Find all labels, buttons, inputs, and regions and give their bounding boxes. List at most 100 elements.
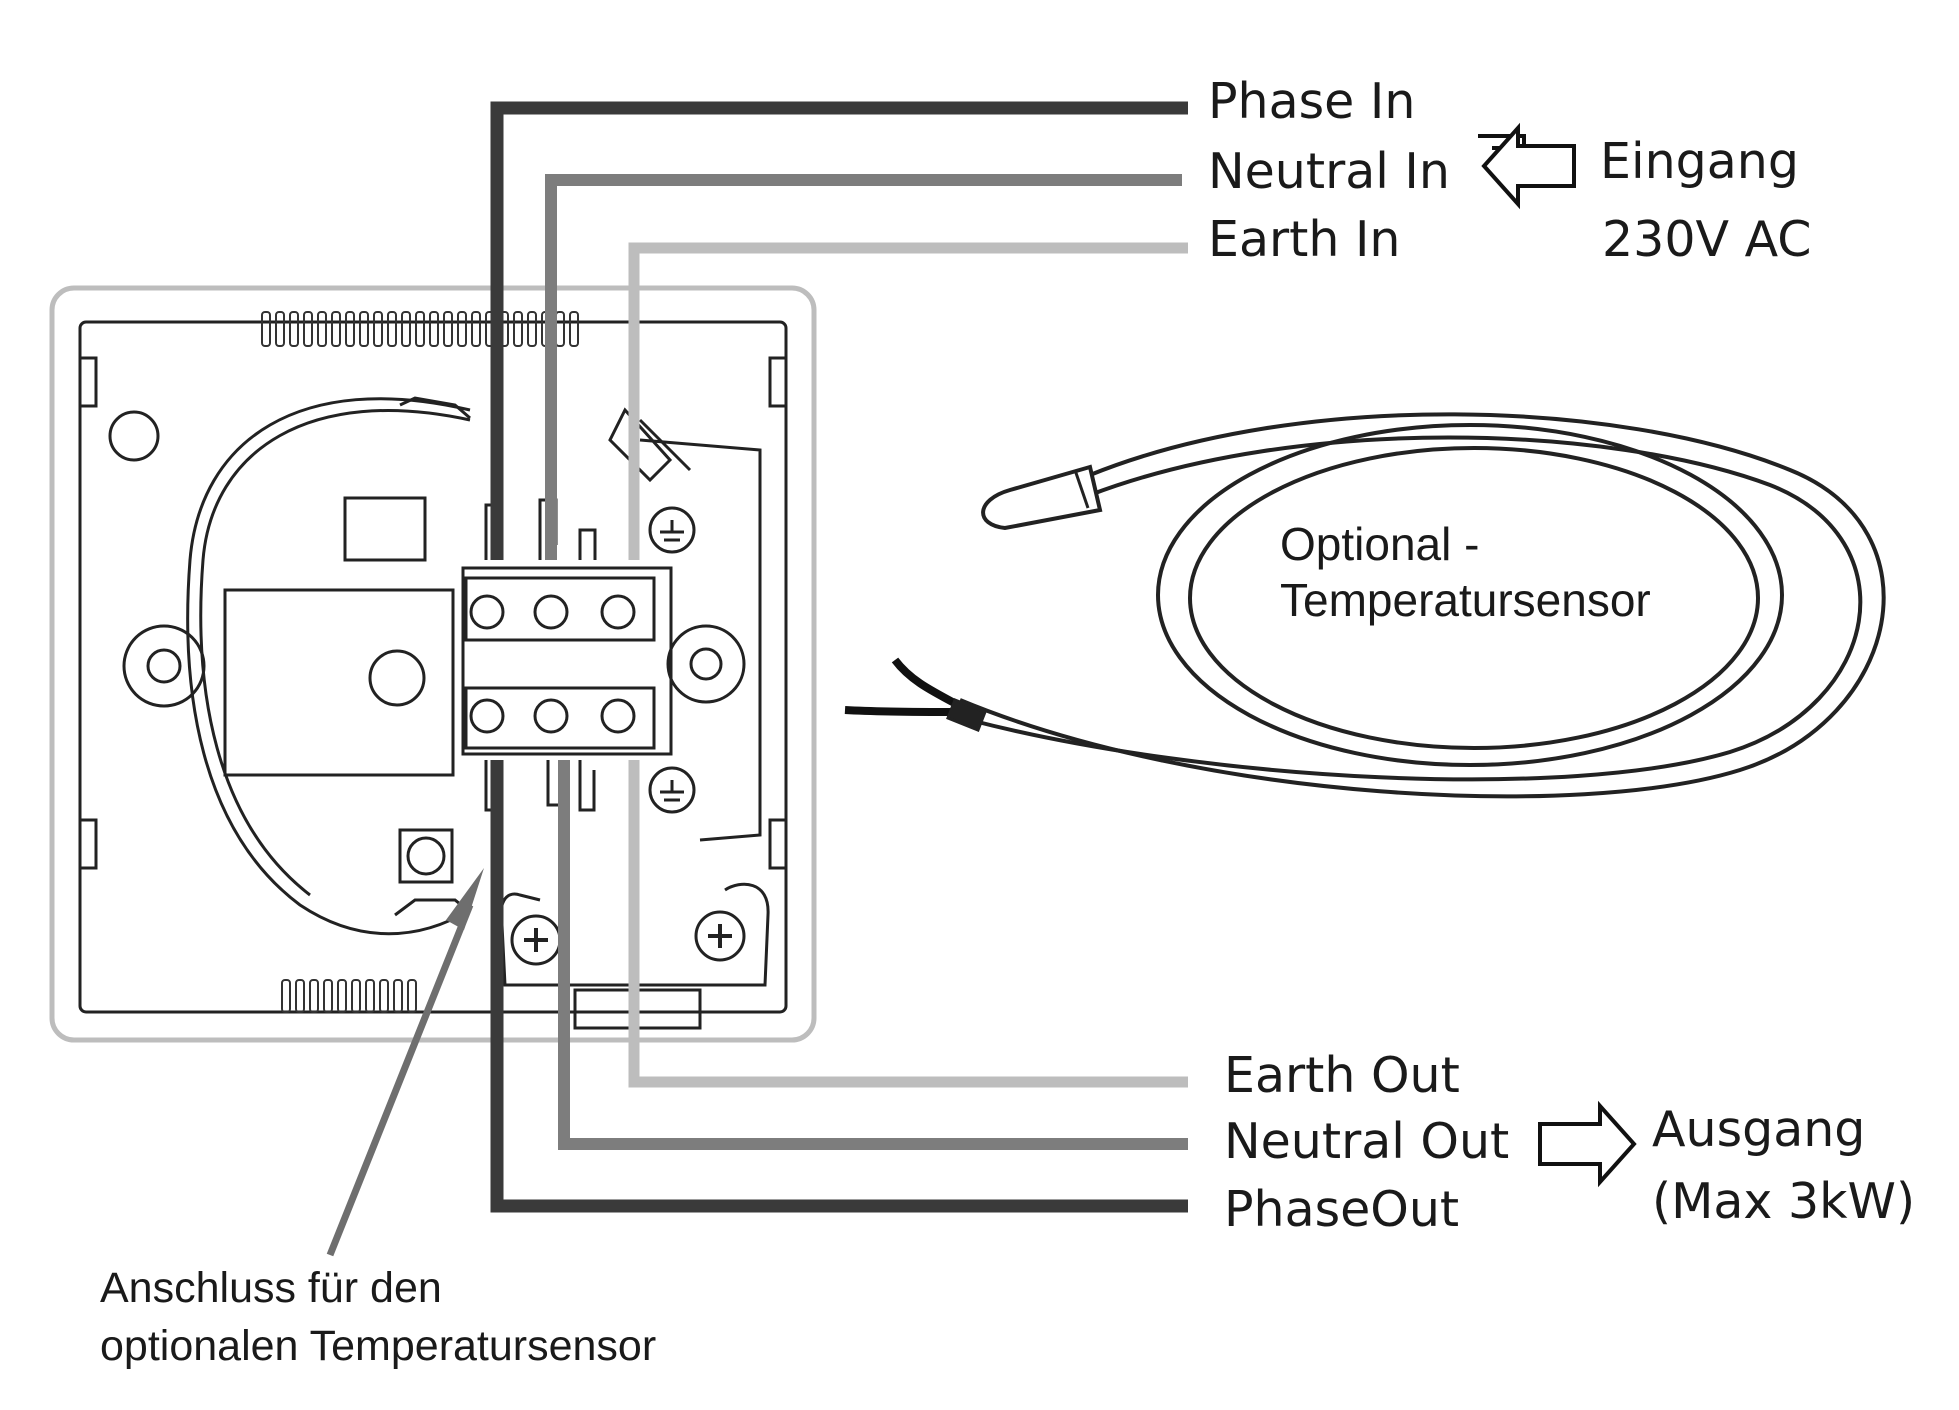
vent-slot (379, 979, 389, 1013)
vent-slot (387, 311, 397, 347)
right-clip-top (768, 356, 788, 408)
earth-symbol-top (648, 506, 696, 554)
pointer-arrow-line (326, 903, 474, 1257)
sensor-lead-bottom (844, 706, 961, 716)
vent-slot (303, 311, 313, 347)
temperature-sensor (844, 412, 1886, 799)
sensor-coil-loop-inner (1188, 446, 1760, 750)
label-earth-out: Earth Out (1224, 1047, 1460, 1104)
vent-slot (365, 979, 375, 1013)
terminal-screw-in-3 (600, 594, 636, 630)
label-sensor-line2: Temperatursensor (1280, 574, 1651, 626)
sensor-cable-outer (959, 412, 1886, 799)
round-housing (186, 397, 471, 936)
label-ausgang: Ausgang (1652, 1101, 1865, 1158)
bottom-clamp (499, 882, 770, 987)
wire-neutral-out (558, 760, 1188, 1150)
left-clip-top (78, 356, 98, 408)
terminal-block-body (461, 566, 673, 756)
vent-slot (373, 311, 383, 347)
plate-inner-frame (78, 320, 788, 1014)
right-mount-screw-outer (666, 624, 746, 704)
vent-slot (569, 311, 579, 347)
label-earth-in: Earth In (1208, 211, 1400, 268)
sensor-probe-tip (981, 464, 1103, 531)
vent-slot (471, 311, 481, 347)
sensor-port-jack (406, 836, 446, 876)
sensor-port-housing (398, 828, 454, 884)
clamp-screw-left-cross (524, 928, 548, 952)
vent-slot (309, 979, 319, 1013)
label-max-power: (Max 3kW) (1652, 1173, 1915, 1230)
housing-tab-top (399, 396, 471, 420)
left-clip-bottom (78, 818, 98, 870)
wire-phase-out (490, 760, 1188, 1213)
indicator-window (343, 496, 427, 562)
terminal-screw-in-1 (469, 594, 505, 630)
vent-slot (261, 311, 271, 347)
wire-earth-out (628, 760, 1188, 1088)
mount-hole-top-left (108, 410, 160, 462)
sensor-probe-ferrule (1073, 469, 1090, 509)
vent-slot (351, 979, 361, 1013)
relay-hole (368, 649, 426, 707)
plate-outer-frame (49, 285, 817, 1043)
vent-slot (295, 979, 305, 1013)
vent-slot (323, 979, 333, 1013)
label-anschluss-line2: optionalen Temperatursensor (100, 1322, 656, 1370)
vent-slot (513, 311, 523, 347)
wire-neutral-in (545, 174, 1182, 560)
pointer-arrow-head (446, 868, 484, 930)
relay-block (223, 588, 455, 777)
label-anschluss-line1: Anschluss für den (100, 1264, 442, 1312)
wires (490, 101, 1188, 1213)
diagonal-clip-line (638, 418, 692, 472)
wire-phase-in (490, 101, 1188, 560)
bottom-vent-slots (281, 979, 417, 1013)
vent-slot (457, 311, 467, 347)
vent-slot (317, 311, 327, 347)
clamp-screw-right-outer (694, 910, 746, 962)
vent-slot (337, 979, 347, 1013)
terminal-block (461, 498, 696, 814)
earth-symbol-bottom-mark (660, 780, 684, 802)
terminal-screw-out-3 (600, 698, 636, 734)
left-mount-screw-inner (146, 648, 182, 684)
sensor-port-pointer (326, 868, 484, 1257)
vent-slot (281, 979, 291, 1013)
vent-slot (527, 311, 537, 347)
vent-slot (393, 979, 403, 1013)
wire-earth-in (628, 242, 1188, 560)
terminal-row-out (464, 686, 656, 750)
label-eingang: Eingang (1600, 133, 1799, 190)
sensor-cable-inner (969, 435, 1863, 782)
round-housing-inner (199, 409, 471, 897)
terminal-row-in (464, 576, 656, 642)
terminal-screw-out-2 (533, 698, 569, 734)
vent-slot (289, 311, 299, 347)
earth-symbol-top-mark (660, 520, 684, 542)
earth-symbol-bottom (648, 766, 696, 814)
vent-slot (275, 311, 285, 347)
clamp-screw-right-cross (708, 924, 732, 948)
label-neutral-out: Neutral Out (1224, 1113, 1509, 1170)
output-arrow-icon (1538, 1100, 1637, 1188)
vent-slot (407, 979, 417, 1013)
sensor-cable-sleeve (946, 698, 987, 732)
vent-slot (415, 311, 425, 347)
label-voltage: 230V AC (1602, 211, 1812, 268)
vent-slot (401, 311, 411, 347)
sensor-lead-top (891, 657, 962, 710)
vent-slot (443, 311, 453, 347)
right-inner-panel (639, 438, 762, 842)
terminal-screw-out-1 (469, 698, 505, 734)
vent-slot (555, 311, 565, 347)
vent-slot (359, 311, 369, 347)
label-phase-in: Phase In (1208, 73, 1415, 130)
vent-slot (429, 311, 439, 347)
terminal-screw-in-2 (533, 594, 569, 630)
right-mount-screw-inner (689, 647, 723, 681)
sensor-coil-loop-outer (1156, 423, 1784, 767)
right-clip-bottom (768, 818, 788, 870)
